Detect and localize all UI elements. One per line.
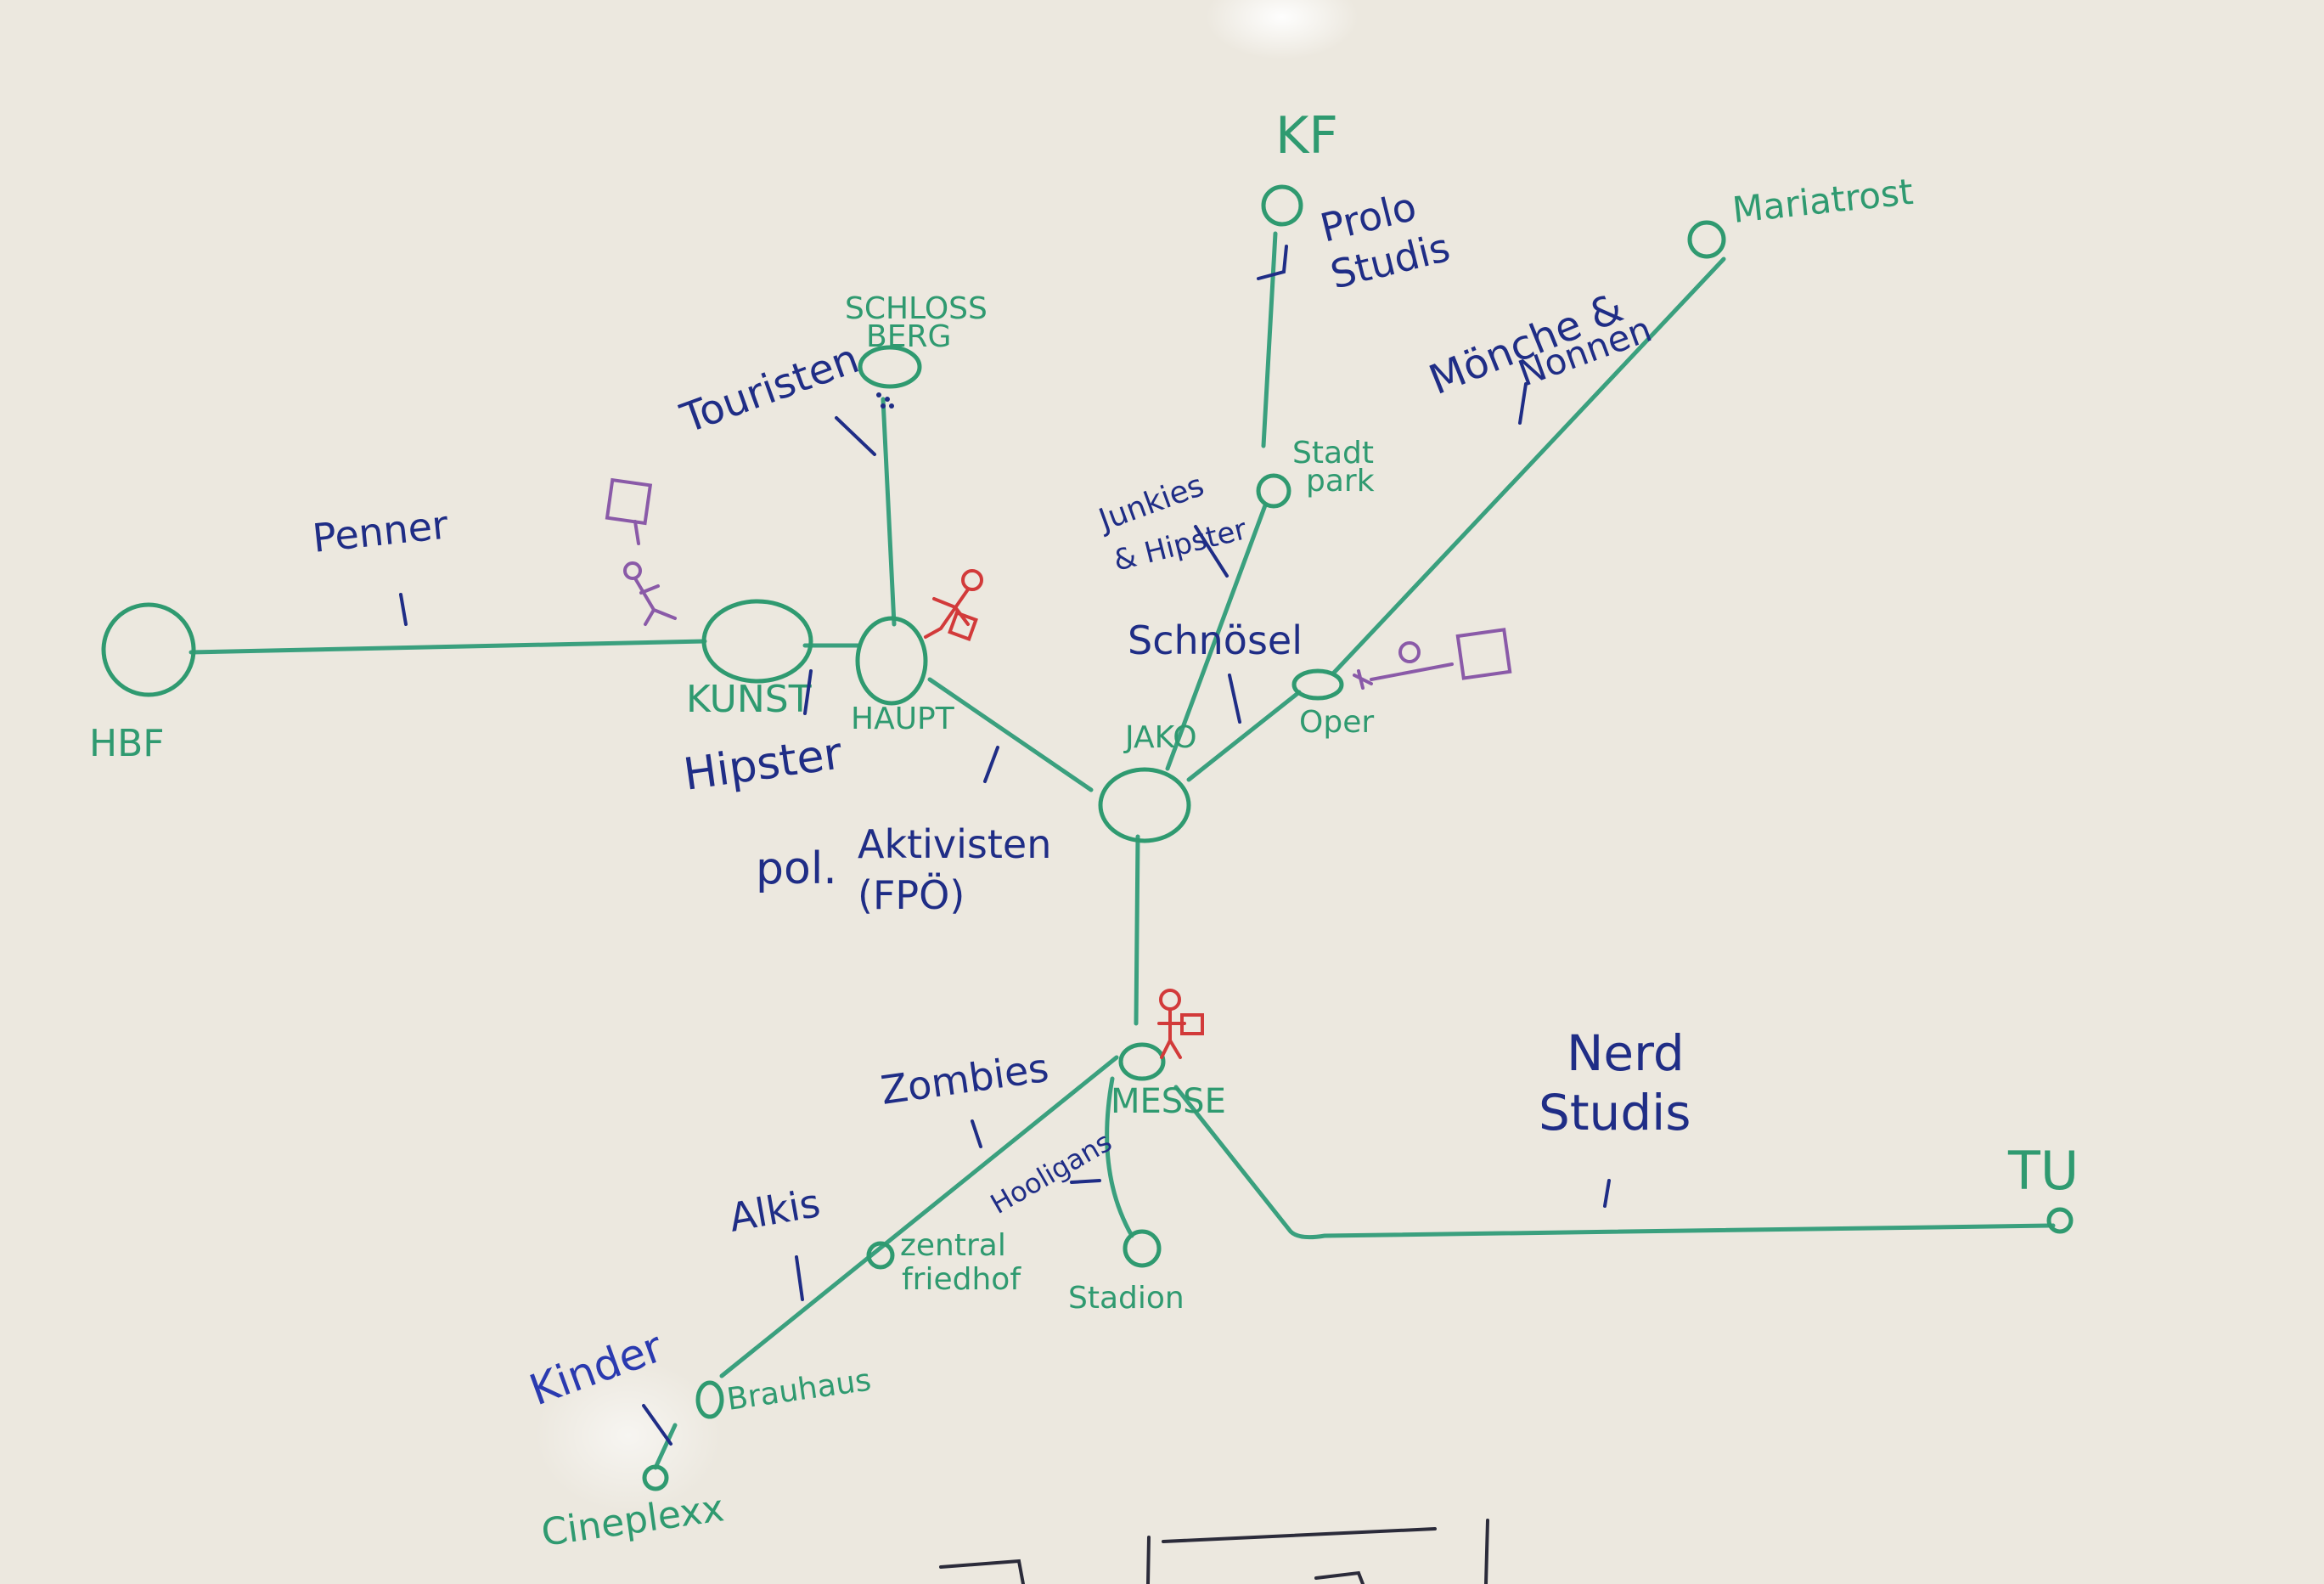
station-messe [1118, 1042, 1166, 1081]
station-jako [1098, 767, 1191, 843]
line-kf-stadtpark [1261, 231, 1278, 448]
station-schlossberg [858, 345, 922, 389]
label-zentralfriedhof-1: zentral [900, 1228, 1006, 1263]
line-messe-tu [1173, 1085, 2056, 1240]
label-stadtpark-2: park [1306, 464, 1375, 499]
label-schlossberg-2: BERG [866, 319, 951, 354]
label-messe: MESSE [1111, 1082, 1226, 1121]
line-brauhaus-cineplexx [653, 1423, 678, 1470]
line-haupt-jako [927, 677, 1094, 792]
red-figure-messe [1157, 989, 1204, 1059]
station-zentralfriedhof [866, 1241, 895, 1270]
label-kf: KF [1275, 106, 1338, 166]
line-schlossberg-haupt [881, 397, 897, 627]
label-oper: Oper [1299, 705, 1374, 740]
group-pol-3: (FPÖ) [858, 872, 965, 918]
purple-figure-oper [1353, 628, 1512, 690]
light-glare [1206, 0, 1359, 59]
station-brauhaus [695, 1380, 724, 1419]
purple-figure-kunst [605, 477, 677, 626]
station-haupt [855, 616, 928, 706]
group-nerd-1: Nerd [1567, 1024, 1685, 1082]
station-oper [1291, 668, 1344, 701]
label-kunst: KUNST [686, 678, 812, 721]
station-hbf [101, 602, 196, 697]
group-nerd-2: Studis [1539, 1084, 1691, 1141]
station-kunst [701, 599, 813, 684]
station-cineplexx [642, 1464, 669, 1491]
label-jako: JAKO [1123, 720, 1197, 755]
line-messe-brauhaus [719, 1055, 1119, 1378]
station-stadion [1123, 1229, 1162, 1268]
group-pol-1: pol. [756, 843, 837, 894]
station-tu [2046, 1207, 2074, 1234]
schlossberg-dots [876, 392, 894, 409]
label-haupt: HAUPT [851, 702, 955, 736]
station-mariatrost [1687, 220, 1726, 259]
station-kf [1261, 184, 1303, 227]
line-jako-oper [1186, 690, 1302, 782]
station-stadtpark [1256, 473, 1291, 509]
label-tu: TU [2007, 1140, 2079, 1202]
line-messe-stadion [1105, 1076, 1134, 1238]
light-glare-lower [535, 1359, 722, 1512]
line-hbf-kunst [189, 639, 707, 655]
red-figure-haupt [924, 569, 983, 641]
stations [101, 184, 2074, 1491]
label-stadtpark-1: Stadt [1292, 436, 1374, 471]
label-zentralfriedhof-2: friedhof [902, 1262, 1021, 1297]
transit-lines [189, 231, 2056, 1470]
label-schlossberg-1: SCHLOSS [845, 291, 988, 326]
line-oper-mariatrost [1331, 256, 1726, 676]
group-schnoesel: Schnösel [1128, 617, 1303, 663]
group-pol-2: Aktivisten [858, 821, 1051, 867]
segment-ticks [399, 245, 1611, 1446]
label-stadion: Stadion [1068, 1281, 1185, 1316]
line-messe-jako [1134, 834, 1140, 1026]
label-hbf: HBF [89, 722, 165, 765]
line-stadtpark-jako [1165, 503, 1268, 771]
partial-drawings-bottom [939, 1519, 1489, 1584]
